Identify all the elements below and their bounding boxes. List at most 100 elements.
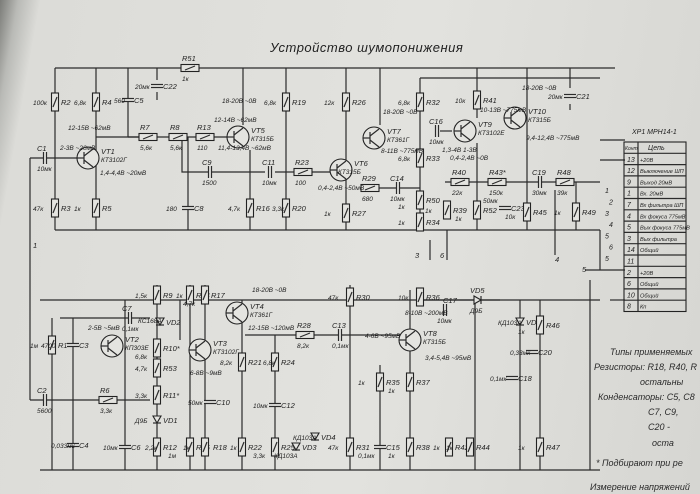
component-value: 180: [166, 206, 177, 213]
component-value: 0,1мк: [332, 343, 349, 350]
component-value: 1к: [388, 453, 396, 460]
component-ref: VT2: [125, 335, 140, 344]
component-r7: R75,6к: [138, 123, 158, 152]
component-ref: R36: [426, 293, 441, 302]
component-r41: R41 10к: [455, 90, 497, 110]
pin-number: 7: [627, 202, 632, 209]
component-value: 5600: [37, 408, 52, 415]
voltage-label-vt5-c: 18-20В ~0В: [222, 98, 257, 105]
connector-row: 11: [627, 259, 634, 266]
component-ref: R34: [426, 218, 440, 227]
component-ref: R28: [297, 321, 312, 330]
pin-circuit: Выход 20мВ: [640, 180, 672, 186]
component-value: КП303Е: [125, 345, 149, 352]
wire-number: 5: [605, 233, 609, 240]
pin-number: 14: [627, 247, 635, 254]
component-value: 1к: [176, 293, 184, 300]
component-ref: R18: [213, 443, 228, 452]
pin-number: 11: [627, 259, 634, 266]
component-value: 6,8к: [264, 100, 277, 107]
component-ref: C19: [532, 168, 547, 177]
pin-number: 6: [627, 281, 631, 288]
component-value: КТ361Г: [387, 137, 410, 144]
component-ref: R10*: [163, 344, 181, 353]
voltage-label-vt7-e: 8-11В ~775мВ: [381, 148, 424, 155]
column-header-circuit: Цепь: [648, 145, 665, 152]
component-ref: C10: [216, 398, 231, 407]
component-value: 8,2к: [297, 343, 310, 350]
component-ref: VT5: [251, 126, 266, 135]
component-value: КТ3102Г: [213, 349, 239, 356]
component-value: 1к: [230, 445, 238, 452]
component-value: 0,033мк: [51, 443, 76, 450]
component-ref: R30: [356, 293, 371, 302]
component-value: 1к: [388, 388, 396, 395]
component-ref: VD5: [470, 286, 485, 295]
component-ref: R22: [248, 443, 263, 452]
component-value: 10к: [455, 98, 466, 105]
component-ref: VT7: [387, 127, 402, 136]
component-ref: R42: [455, 443, 470, 452]
component-value: КТ315Б: [528, 117, 551, 124]
voltage-label-vt10-b: 10-13В ~775мВ: [480, 107, 527, 114]
component-ref: C20: [538, 348, 553, 357]
component-ref: R41: [483, 96, 497, 105]
component-ref: C7: [122, 304, 132, 313]
voltage-label-vt1-e: 1,4-4,4В ~20мВ: [100, 170, 147, 177]
wire-number: 4: [609, 222, 613, 229]
note-line: Измерение напряжений: [590, 482, 690, 492]
pin-circuit: Общий: [640, 292, 658, 299]
component-ref: R39: [453, 206, 468, 215]
pin-number: 9: [627, 179, 631, 186]
wire-number: 1: [605, 188, 609, 195]
component-ref: VT6: [354, 159, 369, 168]
component-value: 10мк: [390, 196, 406, 203]
component-r22: R22 1к: [230, 437, 263, 457]
net-number: 5: [582, 265, 587, 274]
pin-number: 10: [627, 292, 635, 299]
component-ref: R49: [582, 208, 597, 217]
component-ref: R44: [476, 443, 490, 452]
component-value: 12к: [324, 100, 335, 107]
component-value: 2,2к: [144, 445, 158, 452]
component-value: 4,7к: [135, 366, 148, 373]
component-value: 6,8к: [398, 100, 411, 107]
component-ref: R13: [197, 123, 212, 132]
component-ref: VT4: [250, 302, 264, 311]
component-value: 1к: [358, 380, 366, 387]
component-ref: R25: [281, 443, 296, 452]
component-ref: R38: [416, 443, 431, 452]
pin-number: 12: [627, 168, 635, 175]
component-value: 3,3к: [100, 408, 113, 415]
component-ref: R6: [100, 386, 110, 395]
